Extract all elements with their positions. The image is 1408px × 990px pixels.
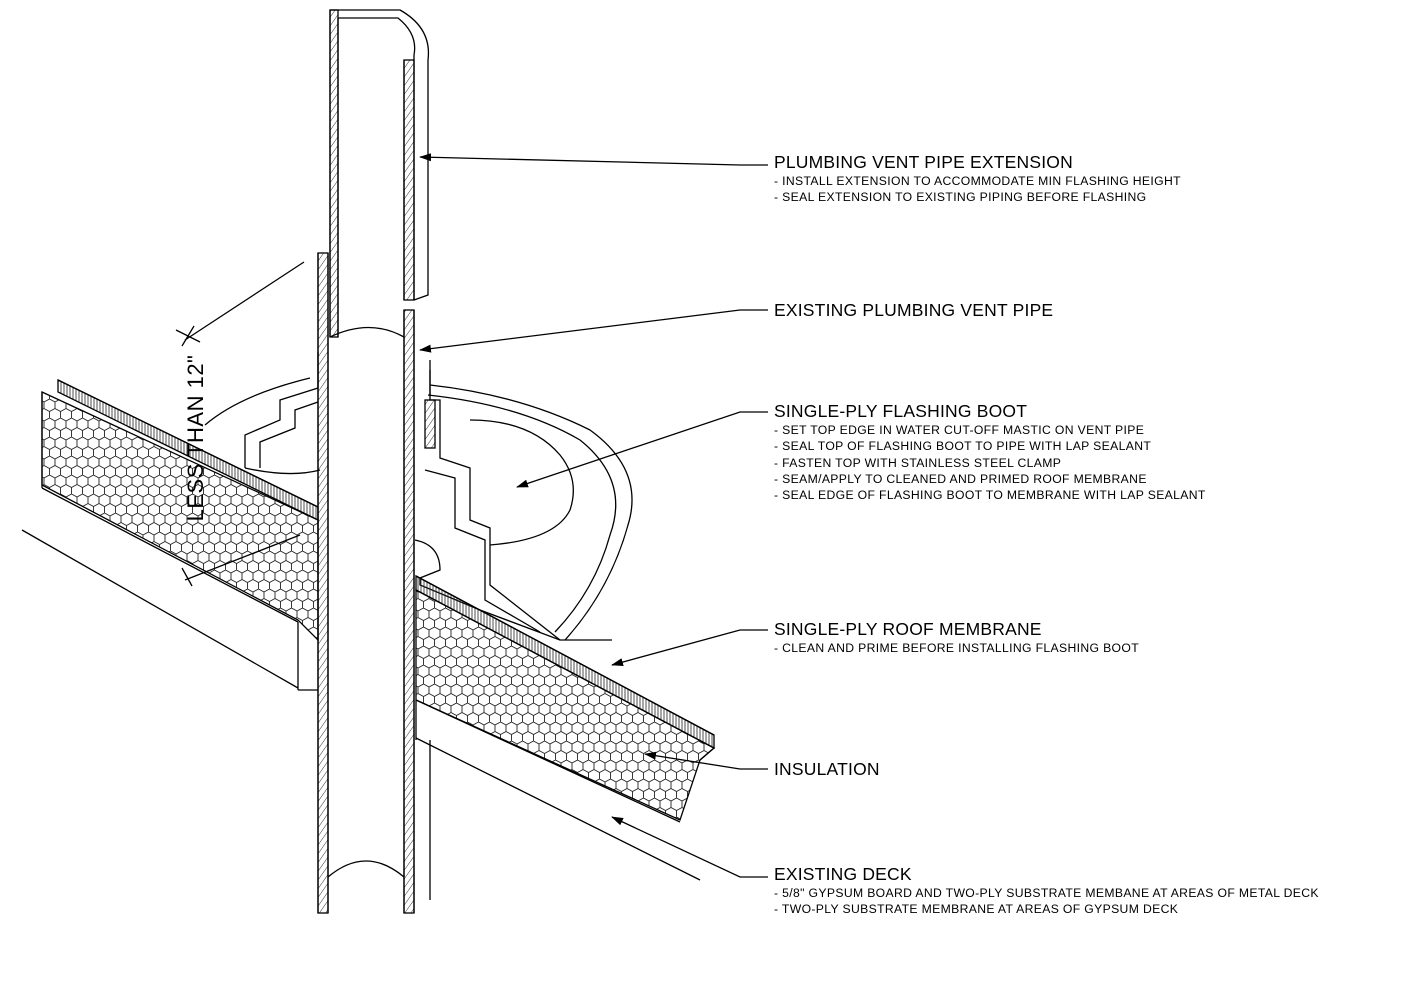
callout-notes: - SET TOP EDGE IN WATER CUT-OFF MASTIC O… xyxy=(774,422,1206,503)
right-deck xyxy=(415,700,701,881)
left-deck xyxy=(21,529,318,691)
callout-notes: - 5/8" GYPSUM BOARD AND TWO-PLY SUBSTRAT… xyxy=(774,885,1319,918)
note: - CLEAN AND PRIME BEFORE INSTALLING FLAS… xyxy=(774,641,1140,655)
callout-notes: - CLEAN AND PRIME BEFORE INSTALLING FLAS… xyxy=(774,640,1139,656)
callout-existing-deck: EXISTING DECK - 5/8" GYPSUM BOARD AND TW… xyxy=(774,864,1319,918)
callout-roof-membrane: SINGLE-PLY ROOF MEMBRANE - CLEAN AND PRI… xyxy=(774,619,1139,656)
existing-vent-pipe xyxy=(317,252,431,914)
callout-title: PLUMBING VENT PIPE EXTENSION xyxy=(774,152,1073,172)
height-dimension xyxy=(175,261,305,587)
note: - INSTALL EXTENSION TO ACCOMMODATE MIN F… xyxy=(774,174,1181,188)
note: - 5/8" GYPSUM BOARD AND TWO-PLY SUBSTRAT… xyxy=(774,886,1319,900)
note: - SEAM/APPLY TO CLEANED AND PRIMED ROOF … xyxy=(774,471,1147,486)
note: - SEAL EXTENSION TO EXISTING PIPING BEFO… xyxy=(774,190,1147,205)
callout-insulation: INSULATION xyxy=(774,759,880,779)
note: - FASTEN TOP WITH STAINLESS STEEL CLAMP xyxy=(774,455,1062,470)
right-insulation-block xyxy=(415,588,716,823)
callout-vent-pipe-extension: PLUMBING VENT PIPE EXTENSION - INSTALL E… xyxy=(774,152,1181,206)
callout-notes: - INSTALL EXTENSION TO ACCOMMODATE MIN F… xyxy=(774,173,1181,206)
leader-lines xyxy=(419,153,768,878)
dimension-label: LESS THAN 12" xyxy=(183,354,208,522)
vent-pipe-extension[interactable] xyxy=(329,9,430,338)
callout-title: EXISTING PLUMBING VENT PIPE xyxy=(774,300,1054,320)
left-insulation-block xyxy=(41,390,319,642)
note: - SEAL TOP OF FLASHING BOOT TO PIPE WITH… xyxy=(774,439,1152,454)
callout-flashing-boot: SINGLE-PLY FLASHING BOOT - SET TOP EDGE … xyxy=(774,401,1206,503)
callout-title: INSULATION xyxy=(774,759,880,779)
callout-title: SINGLE-PLY ROOF MEMBRANE xyxy=(774,619,1042,639)
note: - SEAL EDGE OF FLASHING BOOT TO MEMBRANE… xyxy=(774,488,1206,503)
note: - SET TOP EDGE IN WATER CUT-OFF MASTIC O… xyxy=(774,423,1145,437)
callout-title: SINGLE-PLY FLASHING BOOT xyxy=(774,401,1028,421)
callout-existing-vent-pipe: EXISTING PLUMBING VENT PIPE xyxy=(774,300,1053,320)
callout-title: EXISTING DECK xyxy=(774,864,912,884)
note: - TWO-PLY SUBSTRATE MEMBRANE AT AREAS OF… xyxy=(774,902,1179,917)
